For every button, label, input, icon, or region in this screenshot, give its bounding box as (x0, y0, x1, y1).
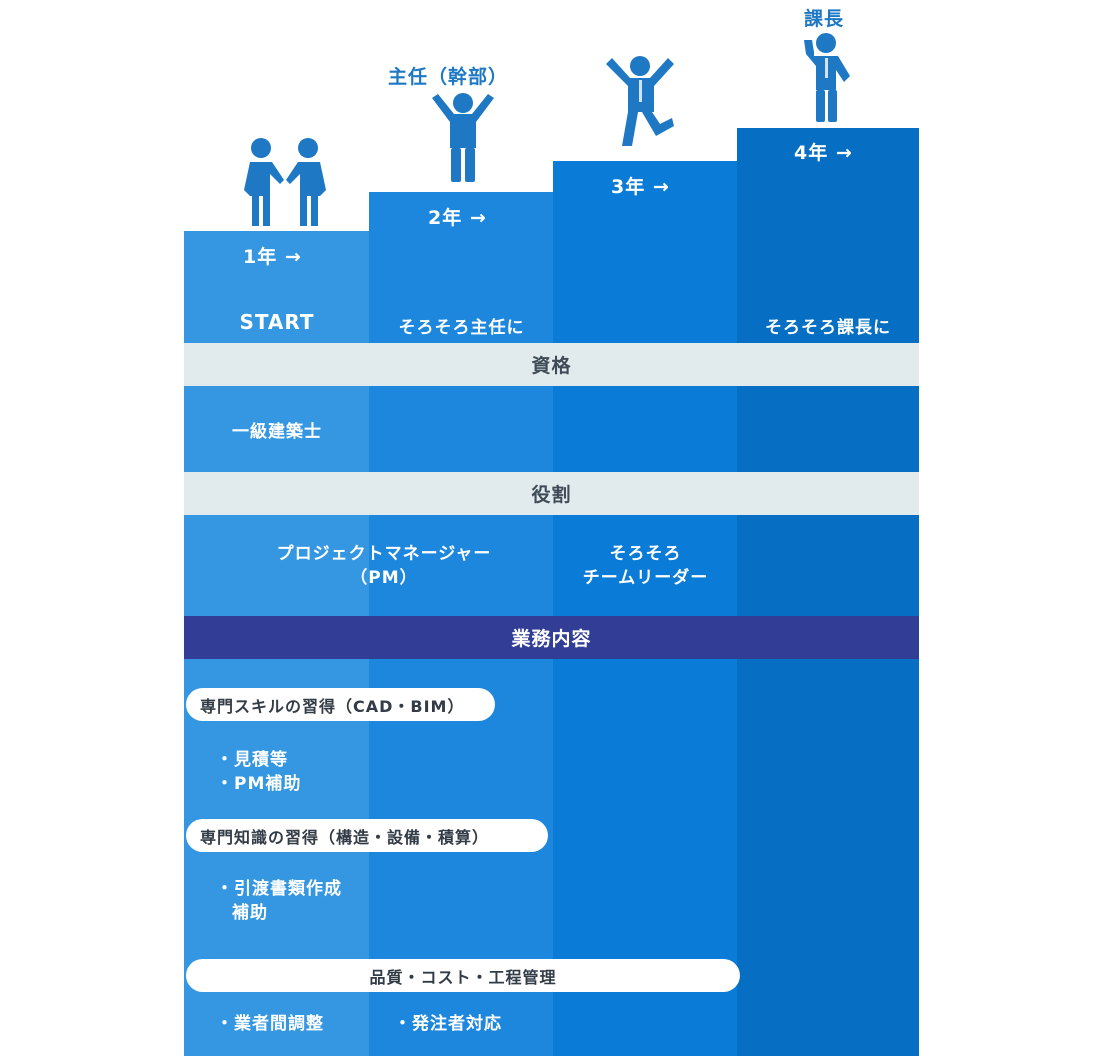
year-label-4: 4年 → (794, 142, 853, 164)
column-year4 (737, 128, 919, 1056)
pill-specialist-knowledge: 専門知識の習得（構造・設備・積算） (186, 819, 548, 852)
person-jumping-icon (606, 56, 674, 146)
qualification-architect: 一級建築士 (232, 422, 322, 442)
role-leader-line1: そろそろ (609, 544, 682, 564)
column-year3 (553, 161, 738, 1056)
year-label-2: 2年 → (428, 207, 487, 229)
year-label-3: 3年 → (611, 176, 670, 198)
pill-specialist-skills: 専門スキルの習得（CAD・BIM） (186, 688, 495, 721)
person-arms-raised-icon (432, 93, 494, 182)
milestone-start: START (239, 310, 315, 334)
pill-quality-cost-schedule: 品質・コスト・工程管理 (186, 959, 740, 992)
section-header-role: 役割 (184, 472, 919, 515)
title-manager: 課長 (804, 8, 845, 30)
handshake-figures-icon (244, 138, 326, 226)
milestone-chief: そろそろ主任に (398, 318, 525, 338)
work-item-pm-assist: ・PM補助 (216, 774, 302, 794)
role-pm-line2: （PM） (350, 568, 418, 588)
role-pm-line1: プロジェクトマネージャー (276, 544, 492, 564)
role-leader-line2: チームリーダー (582, 568, 709, 588)
work-item-estimate: ・見積等 (216, 750, 288, 770)
section-header-work: 業務内容 (184, 616, 919, 659)
year-label-1: 1年 → (243, 246, 302, 268)
work-item-handover-docs: ・引渡書類作成 補助 (216, 877, 342, 925)
section-header-qualification: 資格 (184, 343, 919, 386)
work-item-handover-line1: ・引渡書類作成 (216, 879, 342, 899)
role-team-leader: そろそろ チームリーダー (553, 542, 738, 590)
work-item-handover-line2: 補助 (232, 903, 268, 923)
milestone-manager: そろそろ課長に (765, 318, 891, 338)
work-item-contractor-coordination: ・業者間調整 (216, 1014, 324, 1034)
person-thumbs-up-icon (804, 33, 850, 122)
title-chief: 主任（幹部） (388, 66, 509, 88)
role-project-manager: プロジェクトマネージャー （PM） (184, 542, 584, 590)
work-item-client-relations: ・発注者対応 (394, 1014, 502, 1034)
